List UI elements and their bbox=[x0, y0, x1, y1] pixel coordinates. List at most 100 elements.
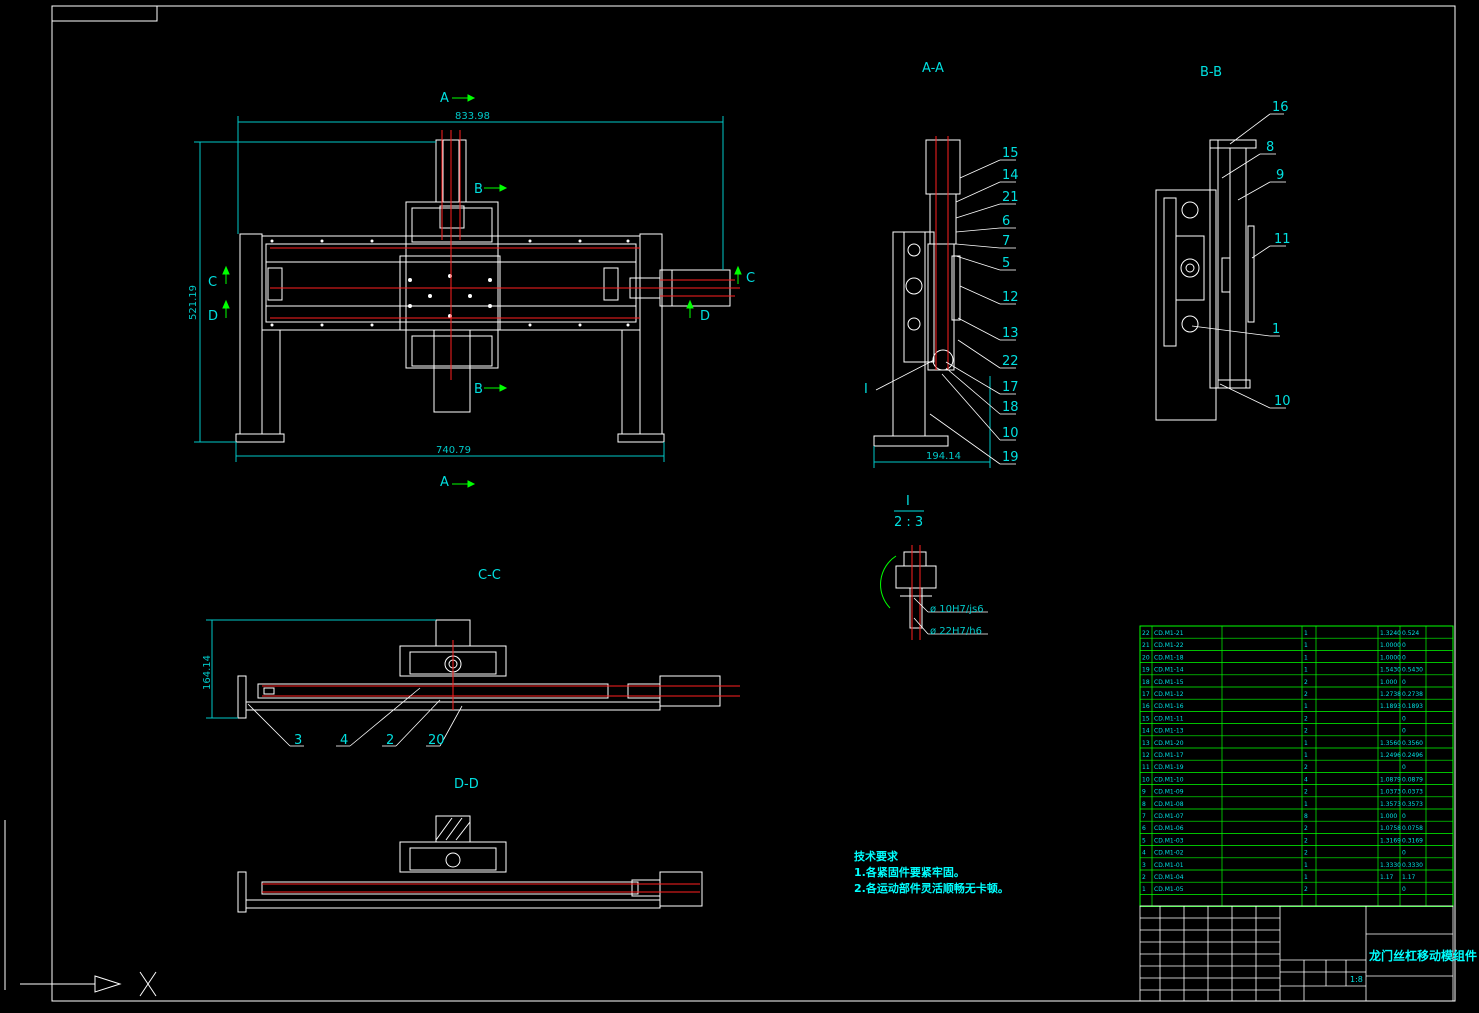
outer-frame bbox=[51, 5, 1456, 1002]
fit-annotation-10: ø 10H7/js6 bbox=[930, 604, 984, 615]
dim-width-bottom: 740.79 bbox=[436, 445, 471, 456]
ucs-icon bbox=[20, 971, 157, 997]
bom-cell: 0 bbox=[1402, 642, 1406, 649]
bom-cell: CD.M1-07 bbox=[1154, 813, 1184, 820]
bom-cell: 1 bbox=[1304, 801, 1308, 808]
bom-cell: 10 bbox=[1142, 776, 1150, 783]
front-view-holes bbox=[270, 239, 630, 327]
bom-cell: 1 bbox=[1304, 874, 1308, 881]
bom-cell: 0 bbox=[1402, 715, 1406, 722]
bom-cell: 2 bbox=[1304, 728, 1308, 735]
section-arrows bbox=[222, 94, 742, 488]
balloon-bb-10: 10 bbox=[1274, 394, 1291, 409]
bom-cell: 3 bbox=[1142, 862, 1146, 869]
bom-cell: CD.M1-16 bbox=[1154, 703, 1184, 710]
bom-cell: CD.M1-13 bbox=[1154, 728, 1184, 735]
bom-cell: 1 bbox=[1304, 630, 1308, 637]
balloon-aa-13: 13 bbox=[1002, 326, 1019, 341]
bom-cell: 1.3573 bbox=[1380, 801, 1401, 808]
bom-cell: 2 bbox=[1142, 874, 1146, 881]
section-bb-title: B-B bbox=[1200, 65, 1222, 80]
bom-cell: 0.5430 bbox=[1402, 667, 1423, 674]
bom-cell: CD.M1-05 bbox=[1154, 886, 1184, 893]
bom-cell: 1.2738 bbox=[1380, 691, 1401, 698]
bom-cell: 2 bbox=[1304, 886, 1308, 893]
balloon-aa-15: 15 bbox=[1002, 146, 1019, 161]
bom-cell: 8 bbox=[1142, 801, 1146, 808]
balloon-aa-17: 17 bbox=[1002, 380, 1019, 395]
bom-cell: 7 bbox=[1142, 813, 1146, 820]
bom-cell: CD.M1-09 bbox=[1154, 789, 1184, 796]
section-mark-d-left: D bbox=[208, 309, 218, 324]
bom-cell: 0 bbox=[1402, 813, 1406, 820]
dim-cc-height: 164.14 bbox=[202, 655, 213, 690]
dim-height: 521.19 bbox=[188, 285, 199, 320]
bom-cell: 20 bbox=[1142, 654, 1150, 661]
bom-cell: CD.M1-04 bbox=[1154, 874, 1184, 881]
section-aa-centerlines bbox=[935, 136, 949, 370]
bom-cell: 14 bbox=[1142, 728, 1150, 735]
section-aa-dimensions bbox=[873, 376, 991, 468]
bom-cell: 2 bbox=[1304, 679, 1308, 686]
bom-cell: CD.M1-19 bbox=[1154, 764, 1184, 771]
detail-i-title: I bbox=[906, 494, 910, 509]
detail-i-centerlines bbox=[911, 545, 921, 640]
bom-cell: 1.17 bbox=[1402, 874, 1416, 881]
bom-cell: 1 bbox=[1304, 740, 1308, 747]
balloon-aa-7: 7 bbox=[1002, 234, 1010, 249]
section-cc-view bbox=[237, 619, 721, 719]
balloon-bb-1: 1 bbox=[1272, 322, 1280, 337]
bom-cell: 1.0000 bbox=[1380, 642, 1401, 649]
balloon-cc-2: 2 bbox=[386, 733, 394, 748]
balloon-aa-22: 22 bbox=[1002, 354, 1019, 369]
section-aa-balloons: 15 14 21 6 7 5 12 13 22 17 18 10 19 I bbox=[864, 146, 1019, 465]
bom-cell: CD.M1-01 bbox=[1154, 862, 1184, 869]
bom-cell: 1 bbox=[1304, 703, 1308, 710]
bom-cell: 1.0000 bbox=[1380, 654, 1401, 661]
balloon-aa-10: 10 bbox=[1002, 426, 1019, 441]
bom-cell: 2 bbox=[1304, 825, 1308, 832]
bom-cell: 1.1893 bbox=[1380, 703, 1401, 710]
section-mark-d-right: D bbox=[700, 309, 710, 324]
title-block bbox=[1139, 905, 1454, 1002]
front-view-centerlines bbox=[270, 130, 740, 380]
balloon-bb-16: 16 bbox=[1272, 100, 1289, 115]
bom-cell: 0.3560 bbox=[1402, 740, 1423, 747]
detail-i-leaders bbox=[913, 597, 988, 635]
balloon-cc-4: 4 bbox=[340, 733, 348, 748]
bom-cell: 16 bbox=[1142, 703, 1150, 710]
bom-cell: 2 bbox=[1304, 764, 1308, 771]
section-bb-balloons: 16 8 9 11 1 10 bbox=[1266, 100, 1291, 409]
section-mark-b-bottom: B bbox=[474, 382, 483, 397]
bom-cell: 2 bbox=[1304, 789, 1308, 796]
tech-req-line-2: 2.各运动部件灵活顺畅无卡顿。 bbox=[854, 881, 1009, 895]
section-cc-dimensions bbox=[206, 619, 436, 719]
balloon-aa-5: 5 bbox=[1002, 256, 1010, 271]
bom-cell: 0.2496 bbox=[1402, 752, 1423, 759]
bom-cell: 4 bbox=[1142, 850, 1146, 857]
bom-cell: 0 bbox=[1402, 850, 1406, 857]
bom-cell: 19 bbox=[1142, 667, 1150, 674]
bom-cell: 0.3330 bbox=[1402, 862, 1423, 869]
bom-cell: 2 bbox=[1304, 837, 1308, 844]
bom-cell: CD.M1-03 bbox=[1154, 837, 1184, 844]
balloon-cc-20: 20 bbox=[428, 733, 445, 748]
section-aa-view bbox=[873, 139, 961, 447]
dim-width-top: 833.98 bbox=[455, 111, 490, 122]
balloon-aa-14: 14 bbox=[1002, 168, 1019, 183]
section-mark-c-left: C bbox=[208, 275, 217, 290]
detail-mark-l: I bbox=[864, 382, 868, 397]
balloon-bb-8: 8 bbox=[1266, 140, 1274, 155]
bom-cell: 1.0758 bbox=[1380, 825, 1401, 832]
bom-cell: 0 bbox=[1402, 679, 1406, 686]
bom-cell: 0.0373 bbox=[1402, 789, 1423, 796]
top-left-tag bbox=[51, 5, 158, 22]
bom-cell: 2 bbox=[1304, 691, 1308, 698]
balloon-cc-3: 3 bbox=[294, 733, 302, 748]
bom-cell: 17 bbox=[1142, 691, 1150, 698]
bom-cell: CD.M1-14 bbox=[1154, 667, 1184, 674]
bom-cell: CD.M1-22 bbox=[1154, 642, 1184, 649]
bom-cell: 1.17 bbox=[1380, 874, 1394, 881]
